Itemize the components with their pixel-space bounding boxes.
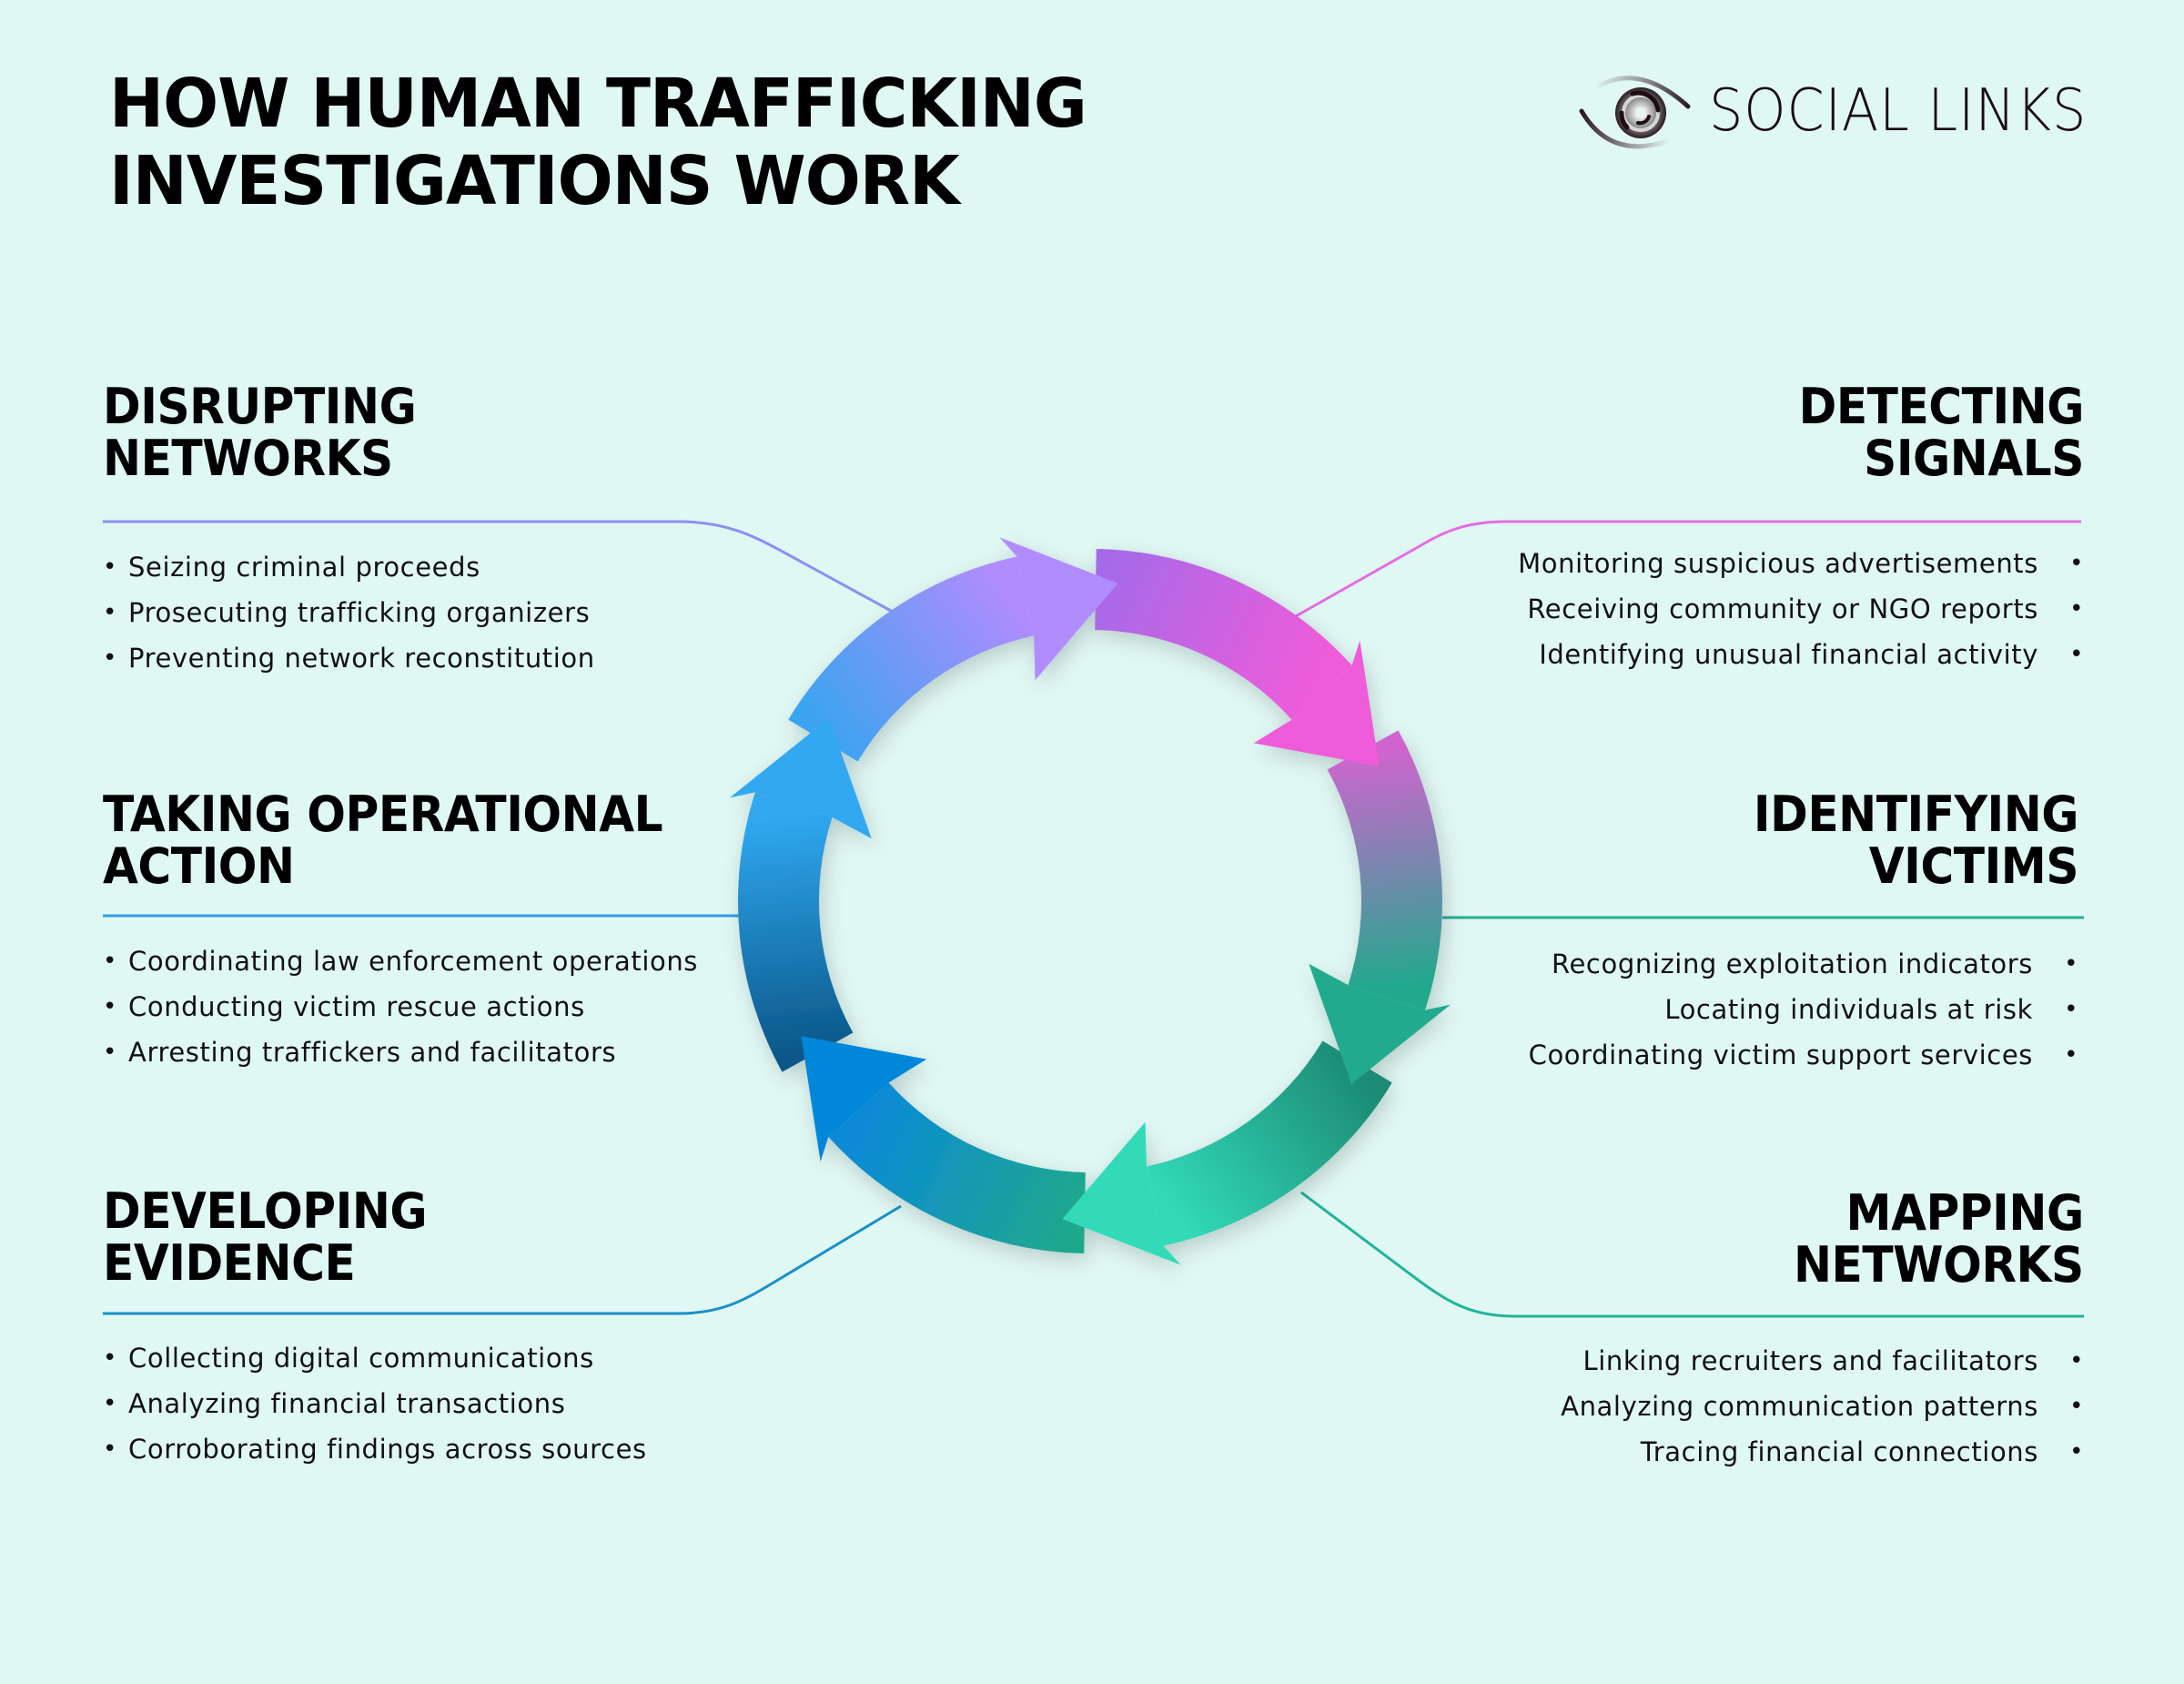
section-detecting-signals: DETECTING SIGNALS Monitoring suspicious … bbox=[1265, 380, 2084, 745]
arrow-developing-to-action-head bbox=[729, 717, 872, 839]
list-item: Seizing criminal proceeds bbox=[103, 544, 595, 590]
heading-line: VICTIMS bbox=[1868, 837, 2079, 895]
list-item: Analyzing communication patterns bbox=[1561, 1384, 2084, 1429]
list-item: Corroborating findings across sources bbox=[103, 1426, 647, 1472]
arrow-mapping-to-developing-shaft bbox=[828, 1082, 1086, 1253]
title-line-2: INVESTIGATIONS WORK bbox=[109, 142, 960, 220]
arrow-mapping-to-developing bbox=[828, 1082, 1086, 1253]
heading-line: DISRUPTING bbox=[103, 378, 417, 435]
arrow-identifying-to-mapping bbox=[1146, 1040, 1392, 1246]
page-title: HOW HUMAN TRAFFICKING INVESTIGATIONS WOR… bbox=[109, 66, 1087, 220]
social-links-logo: SOCIAL LINKS bbox=[1574, 66, 2119, 157]
bullet-list: Collecting digital communications Analyz… bbox=[103, 1335, 647, 1472]
connector-developing bbox=[103, 1204, 902, 1315]
heading-line: DEVELOPING bbox=[103, 1182, 428, 1240]
heading-line: MAPPING bbox=[1845, 1184, 2085, 1242]
section-taking-operational-action: TAKING OPERATIONAL ACTION Coordinating l… bbox=[103, 786, 704, 1075]
arrow-detecting-to-disrupting-top bbox=[788, 556, 1035, 762]
bullet-list: Coordinating law enforcement operations … bbox=[103, 938, 698, 1075]
arrow-detecting-to-identifying-shaft bbox=[1327, 730, 1443, 1010]
section-heading: MAPPING NETWORKS bbox=[1794, 1187, 2084, 1291]
arrow-top-to-detecting-shaft bbox=[1095, 549, 1352, 720]
eye-icon bbox=[1579, 76, 1691, 149]
section-identifying-victims: IDENTIFYING VICTIMS Recognizing exploita… bbox=[1259, 786, 2079, 1089]
heading-line: ACTION bbox=[103, 837, 295, 895]
bullet-list: Monitoring suspicious advertisements Rec… bbox=[1518, 541, 2084, 677]
list-item: Linking recruiters and facilitators bbox=[1561, 1338, 2084, 1384]
heading-line: TAKING OPERATIONAL bbox=[103, 786, 663, 843]
list-item: Collecting digital communications bbox=[103, 1335, 647, 1381]
arrow-top-to-detecting bbox=[1095, 549, 1352, 720]
logo-text: SOCIAL LINKS bbox=[1709, 77, 2088, 145]
heading-line: DETECTING bbox=[1798, 378, 2085, 435]
list-item: Locating individuals at risk bbox=[1529, 987, 2078, 1032]
section-mapping-networks: MAPPING NETWORKS Linking recruiters and … bbox=[1265, 1187, 2084, 1487]
list-item: Monitoring suspicious advertisements bbox=[1518, 541, 2084, 586]
heading-line: EVIDENCE bbox=[103, 1234, 356, 1292]
arrow-identifying-to-mapping-head bbox=[1062, 1121, 1181, 1265]
section-heading: TAKING OPERATIONAL ACTION bbox=[103, 786, 663, 895]
list-item: Receiving community or NGO reports bbox=[1518, 586, 2084, 632]
list-item: Preventing network reconstitution bbox=[103, 635, 595, 681]
section-developing-evidence: DEVELOPING EVIDENCE Collecting digital c… bbox=[103, 1182, 646, 1472]
heading-line: SIGNALS bbox=[1864, 430, 2084, 487]
connector-disrupting bbox=[103, 520, 902, 618]
bullet-list: Linking recruiters and facilitators Anal… bbox=[1561, 1338, 2084, 1475]
arrow-mapping-to-developing-head bbox=[801, 1036, 927, 1162]
connector-detecting bbox=[1287, 520, 2081, 623]
arrow-top-to-detecting-head bbox=[1253, 640, 1380, 766]
arrow-detecting-to-identifying bbox=[1327, 730, 1443, 1010]
list-item: Coordinating victim support services bbox=[1529, 1032, 2079, 1078]
list-item: Coordinating law enforcement operations bbox=[103, 938, 698, 984]
title-line-1: HOW HUMAN TRAFFICKING bbox=[109, 65, 1087, 143]
arrow-detecting-to-identifying-head bbox=[1309, 963, 1451, 1085]
list-item: Analyzing financial transactions bbox=[103, 1381, 647, 1426]
arrow-developing-to-action bbox=[738, 792, 854, 1072]
connector-mapping bbox=[1300, 1191, 2084, 1318]
section-disrupting-networks: DISRUPTING NETWORKS Seizing criminal pro… bbox=[103, 378, 594, 681]
list-item: Arresting traffickers and facilitators bbox=[103, 1030, 698, 1075]
section-heading: DETECTING SIGNALS bbox=[1798, 378, 2085, 487]
bullet-list: Recognizing exploitation indicators Loca… bbox=[1529, 941, 2079, 1078]
arrow-developing-to-action-shaft bbox=[738, 792, 854, 1072]
heading-line: NETWORKS bbox=[103, 430, 393, 487]
list-item: Identifying unusual financial activity bbox=[1518, 632, 2084, 677]
bullet-list: Seizing criminal proceeds Prosecuting tr… bbox=[103, 544, 595, 681]
list-item: Tracing financial connections bbox=[1561, 1429, 2084, 1475]
arrow-identifying-to-mapping-shaft bbox=[1146, 1040, 1392, 1246]
heading-line: NETWORKS bbox=[1794, 1236, 2084, 1293]
arrow-detecting-to-disrupting-top-head bbox=[999, 537, 1118, 681]
arrow-detecting-to-disrupting-top-shaft bbox=[788, 556, 1035, 762]
section-heading: DEVELOPING EVIDENCE bbox=[103, 1182, 428, 1292]
list-item: Prosecuting trafficking organizers bbox=[103, 590, 595, 635]
list-item: Conducting victim rescue actions bbox=[103, 984, 698, 1030]
heading-line: IDENTIFYING bbox=[1753, 786, 2079, 843]
list-item: Recognizing exploitation indicators bbox=[1529, 941, 2078, 987]
section-heading: IDENTIFYING VICTIMS bbox=[1753, 786, 2079, 895]
section-heading: DISRUPTING NETWORKS bbox=[103, 378, 417, 487]
connector-lines bbox=[103, 520, 2084, 1318]
